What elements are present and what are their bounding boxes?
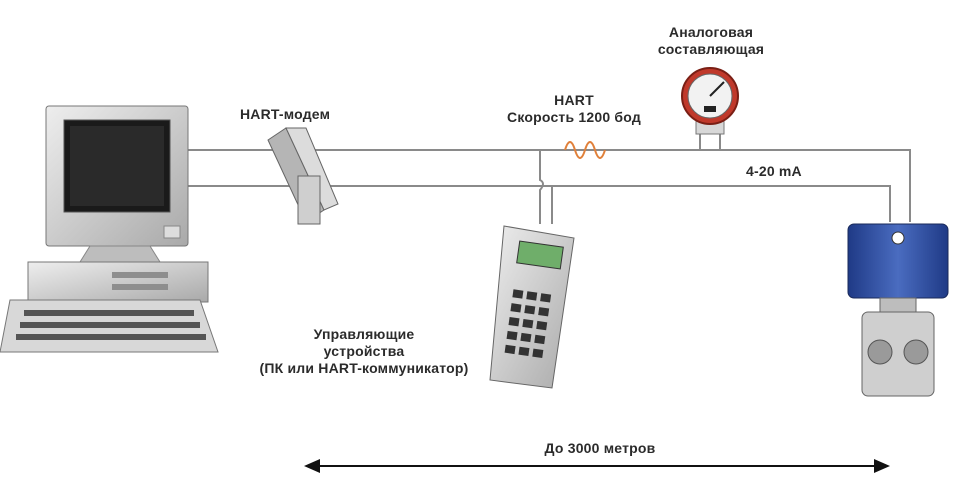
distance-label: До 3000 метров — [544, 440, 656, 456]
hart-label-line1: HART — [554, 92, 594, 108]
control-label-line2: устройства — [323, 343, 405, 359]
control-label-line3: (ПК или HART-коммуникатор) — [259, 360, 469, 376]
control-devices-label: Управляющие устройства (ПК или HART-комм… — [244, 326, 484, 377]
control-label-line1: Управляющие — [313, 326, 415, 342]
wire-lower — [186, 185, 891, 222]
analog-label-line2: составляющая — [657, 41, 765, 57]
analog-label: Аналоговая составляющая — [636, 24, 786, 58]
hart-signal-wave-icon — [564, 141, 606, 159]
hart-label: HART Скорость 1200 бод — [484, 92, 664, 126]
hart-communicator-icon — [489, 225, 575, 389]
computer-icon — [0, 105, 219, 353]
current-label: 4-20 mA — [746, 163, 802, 179]
analog-label-line1: Аналоговая — [668, 24, 754, 40]
gauge-icon — [681, 67, 739, 135]
pressure-transmitter-icon — [847, 223, 949, 397]
wire-communicator-a — [539, 150, 544, 224]
hart-label-line2: Скорость 1200 бод — [507, 109, 641, 125]
wire-upper — [186, 149, 911, 222]
hart-modem-icon — [267, 127, 339, 225]
distance-arrow — [304, 459, 890, 473]
modem-label: HART-модем — [240, 106, 331, 122]
